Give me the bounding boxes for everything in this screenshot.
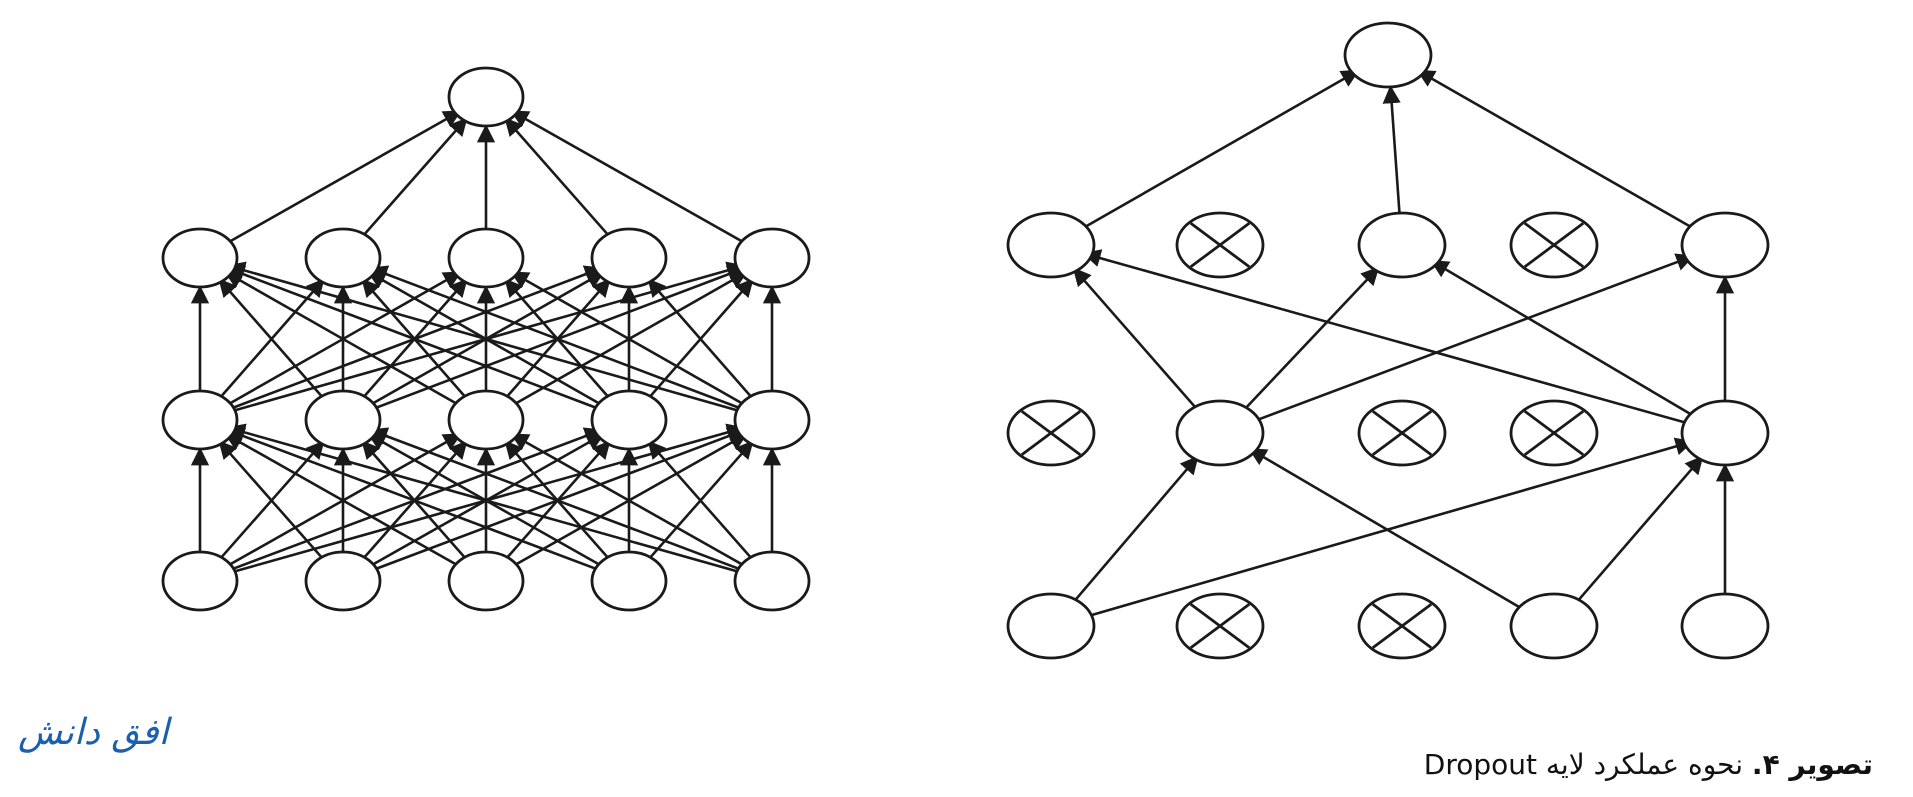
unit-node	[304, 550, 382, 612]
connection-arrow	[368, 265, 745, 411]
unit-node	[1357, 211, 1447, 279]
connection-arrow	[224, 433, 461, 568]
unit-node	[733, 227, 811, 289]
connection-arrow	[1430, 259, 1696, 419]
connection-arrow	[225, 265, 602, 411]
connection-arrow	[1575, 455, 1704, 603]
unit-node	[1006, 592, 1096, 660]
unit-node	[1509, 592, 1599, 660]
connection-arrow	[225, 110, 462, 245]
connection-arrow	[510, 271, 747, 407]
unit-node	[304, 227, 382, 289]
network-after-dropout-connections	[1072, 69, 1735, 619]
unit-node	[304, 389, 382, 451]
unit-node	[1175, 399, 1265, 467]
network-after-dropout	[1006, 21, 1770, 660]
dropped-unit	[1509, 399, 1599, 467]
standard-network	[161, 66, 811, 612]
unit-node	[1680, 592, 1770, 660]
connection-arrow	[224, 271, 461, 407]
connection-arrow	[1080, 69, 1360, 231]
dropped-unit	[1357, 399, 1447, 467]
caption-figure-number: تصویر ۴.	[1751, 748, 1873, 781]
dropped-unit	[1006, 399, 1096, 467]
unit-node	[161, 550, 239, 612]
cross-mark	[1020, 410, 1082, 456]
unit-node	[447, 227, 525, 289]
unit-node	[733, 389, 811, 451]
unit-node	[161, 227, 239, 289]
cross-mark	[1189, 603, 1251, 649]
connection-arrow	[369, 427, 745, 573]
unit-node	[161, 389, 239, 451]
connection-arrow	[510, 110, 747, 245]
dropped-unit	[1175, 592, 1265, 660]
connection-arrow	[1416, 69, 1696, 231]
standard-network-units	[161, 66, 811, 612]
caption-text: نحوه عملکرد لایه	[1537, 748, 1752, 781]
connection-arrow	[218, 440, 325, 561]
unit-node	[590, 550, 668, 612]
connection-arrow	[1072, 455, 1199, 603]
connection-arrow	[1082, 249, 1693, 426]
unit-node	[590, 389, 668, 451]
connection-arrow	[226, 261, 744, 414]
cross-mark	[1523, 410, 1585, 456]
connection-arrow	[218, 278, 325, 400]
connection-arrow	[504, 117, 611, 238]
unit-node	[590, 227, 668, 289]
dropped-unit	[1509, 211, 1599, 279]
cross-mark	[1523, 222, 1585, 268]
unit-node	[1343, 21, 1433, 89]
standard-network-connections	[190, 110, 782, 575]
connection-arrow	[226, 427, 602, 573]
cross-mark	[1189, 222, 1251, 268]
connection-arrow	[1242, 266, 1380, 411]
connection-arrow	[1248, 447, 1525, 612]
logo-watermark: افق دانش	[18, 712, 169, 753]
unit-node	[447, 389, 525, 451]
connection-arrow	[647, 278, 754, 400]
caption-term: Dropout	[1423, 748, 1537, 781]
connection-arrow	[361, 117, 468, 238]
connection-arrow	[226, 423, 744, 575]
connection-arrow	[510, 433, 747, 568]
unit-node	[733, 550, 811, 612]
cross-mark	[1371, 410, 1433, 456]
unit-node	[1006, 211, 1096, 279]
dropped-unit	[1357, 592, 1447, 660]
unit-node	[1680, 399, 1770, 467]
unit-node	[447, 66, 525, 128]
connection-arrow	[1072, 267, 1198, 411]
connection-arrow	[1382, 85, 1401, 214]
dropped-unit	[1175, 211, 1265, 279]
unit-node	[447, 550, 525, 612]
unit-node	[1680, 211, 1770, 279]
network-after-dropout-units	[1006, 21, 1770, 660]
cross-mark	[1371, 603, 1433, 649]
connection-arrow	[1251, 253, 1695, 424]
connection-arrow	[647, 440, 754, 561]
figure-caption: تصویر ۴. نحوه عملکرد لایه Dropout	[1424, 748, 1873, 781]
